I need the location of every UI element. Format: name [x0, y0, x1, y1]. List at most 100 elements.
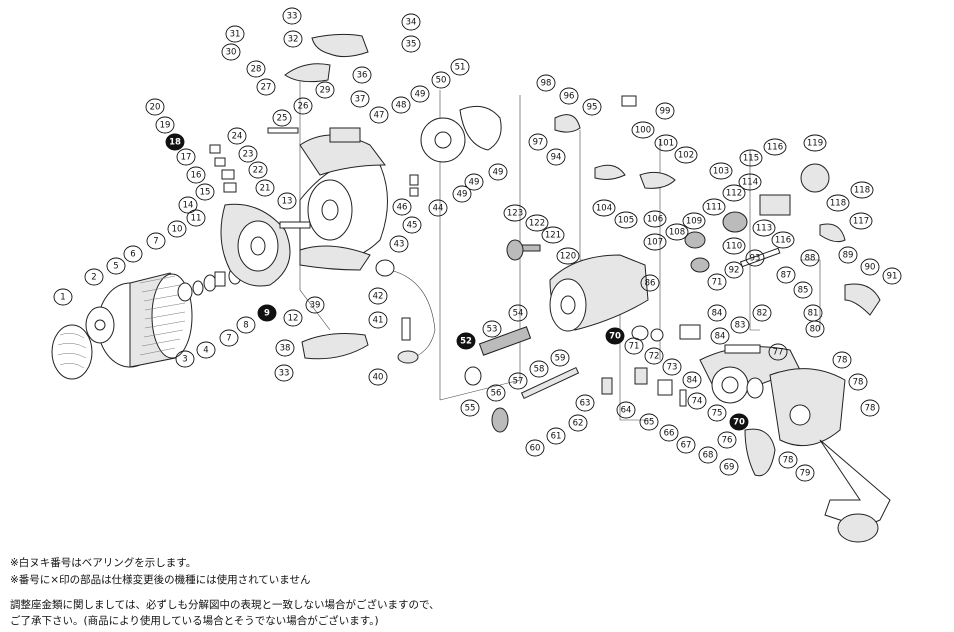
svg-text:58: 58: [534, 365, 545, 375]
svg-text:96: 96: [564, 92, 575, 102]
svg-text:115: 115: [743, 154, 759, 164]
svg-text:63: 63: [580, 399, 591, 409]
svg-text:16: 16: [191, 171, 202, 181]
spool-assembly: [51, 267, 242, 380]
part-label-22: 22: [248, 161, 268, 179]
part-label-98: 98: [536, 74, 556, 92]
part-label-107: 107: [643, 233, 667, 251]
part-label-110: 110: [722, 237, 746, 255]
svg-text:93: 93: [750, 254, 761, 264]
bearing-label-18: 18: [165, 133, 185, 151]
part-label-63: 63: [575, 394, 595, 412]
part-label-83: 83: [730, 316, 750, 334]
part-label-100: 100: [631, 121, 655, 139]
svg-text:21: 21: [260, 184, 271, 194]
part-label-71: 71: [707, 273, 727, 291]
svg-text:101: 101: [658, 139, 674, 149]
part-label-106: 106: [643, 210, 667, 228]
svg-text:62: 62: [573, 419, 584, 429]
svg-text:24: 24: [232, 132, 243, 142]
svg-text:98: 98: [541, 79, 552, 89]
part-label-68: 68: [698, 446, 718, 464]
part-label-34: 34: [401, 13, 421, 31]
svg-text:25: 25: [277, 114, 288, 124]
svg-text:73: 73: [667, 363, 678, 373]
part-label-8: 8: [236, 316, 256, 334]
part-label-91: 91: [882, 267, 902, 285]
body-assembly: [464, 95, 891, 543]
svg-text:70: 70: [609, 332, 621, 342]
part-label-122: 122: [525, 214, 549, 232]
part-label-49: 49: [452, 185, 472, 203]
note-washer-disclaimer: 調整座金類に関しましては、必ずしも分解図中の表現と一致しない場合がございますので…: [10, 599, 440, 611]
svg-text:44: 44: [433, 204, 444, 214]
svg-text:99: 99: [660, 107, 671, 117]
part-label-23: 23: [238, 145, 258, 163]
part-label-40: 40: [368, 368, 388, 386]
svg-text:94: 94: [551, 153, 562, 163]
svg-text:88: 88: [805, 254, 816, 264]
part-label-45: 45: [402, 216, 422, 234]
main-shaft-drawing: [478, 326, 532, 356]
part-label-121: 121: [541, 226, 565, 244]
bearing-label-70: 70: [605, 327, 625, 345]
part-label-51: 51: [450, 58, 470, 76]
svg-text:50: 50: [436, 76, 447, 86]
svg-text:80: 80: [810, 325, 821, 335]
part-label-104: 104: [592, 199, 616, 217]
svg-text:14: 14: [183, 201, 194, 211]
part-label-84: 84: [682, 371, 702, 389]
note-bearing-legend: ※白ヌキ番号はベアリングを示します。: [10, 557, 197, 569]
part-label-44: 44: [428, 199, 448, 217]
part-label-84: 84: [710, 327, 730, 345]
part-label-47: 47: [369, 106, 389, 124]
svg-text:120: 120: [560, 252, 576, 262]
svg-text:110: 110: [726, 242, 742, 252]
svg-text:47: 47: [374, 111, 385, 121]
part-label-57: 57: [508, 372, 528, 390]
svg-text:84: 84: [687, 376, 698, 386]
part-label-17: 17: [176, 148, 196, 166]
svg-text:113: 113: [756, 224, 772, 234]
part-label-109: 109: [682, 212, 706, 230]
part-label-26: 26: [293, 97, 313, 115]
part-label-65: 65: [639, 413, 659, 431]
svg-text:3: 3: [182, 355, 187, 365]
part-label-85: 85: [793, 281, 813, 299]
part-label-108: 108: [665, 223, 689, 241]
svg-text:71: 71: [629, 342, 640, 352]
part-label-55: 55: [460, 399, 480, 417]
svg-text:17: 17: [181, 153, 192, 163]
part-label-43: 43: [389, 235, 409, 253]
part-label-78: 78: [778, 451, 798, 469]
svg-text:118: 118: [854, 186, 870, 196]
svg-text:55: 55: [465, 404, 476, 414]
svg-text:76: 76: [722, 436, 733, 446]
part-label-96: 96: [559, 87, 579, 105]
svg-text:116: 116: [767, 143, 783, 153]
part-label-42: 42: [368, 287, 388, 305]
part-label-31: 31: [225, 25, 245, 43]
part-label-78: 78: [848, 373, 868, 391]
svg-text:36: 36: [357, 71, 368, 81]
part-label-41: 41: [368, 311, 388, 329]
svg-text:68: 68: [703, 451, 714, 461]
svg-text:122: 122: [529, 219, 545, 229]
note-washer-disclaimer-cont: ご了承下さい。(商品により使用している場合とそうでない場合がございます。): [10, 615, 379, 627]
part-label-11: 11: [186, 209, 206, 227]
part-label-92: 92: [724, 261, 744, 279]
svg-text:8: 8: [243, 321, 248, 331]
bail-arm-lower-drawing: [301, 333, 369, 360]
svg-text:78: 78: [853, 378, 864, 388]
svg-text:22: 22: [253, 166, 264, 176]
svg-text:56: 56: [491, 389, 502, 399]
svg-text:78: 78: [837, 356, 848, 366]
part-label-1: 1: [53, 288, 73, 306]
svg-text:4: 4: [203, 346, 208, 356]
svg-text:45: 45: [407, 221, 418, 231]
part-label-62: 62: [568, 414, 588, 432]
svg-text:65: 65: [644, 418, 655, 428]
part-label-84: 84: [707, 304, 727, 322]
part-label-49: 49: [464, 173, 484, 191]
svg-text:27: 27: [261, 83, 272, 93]
